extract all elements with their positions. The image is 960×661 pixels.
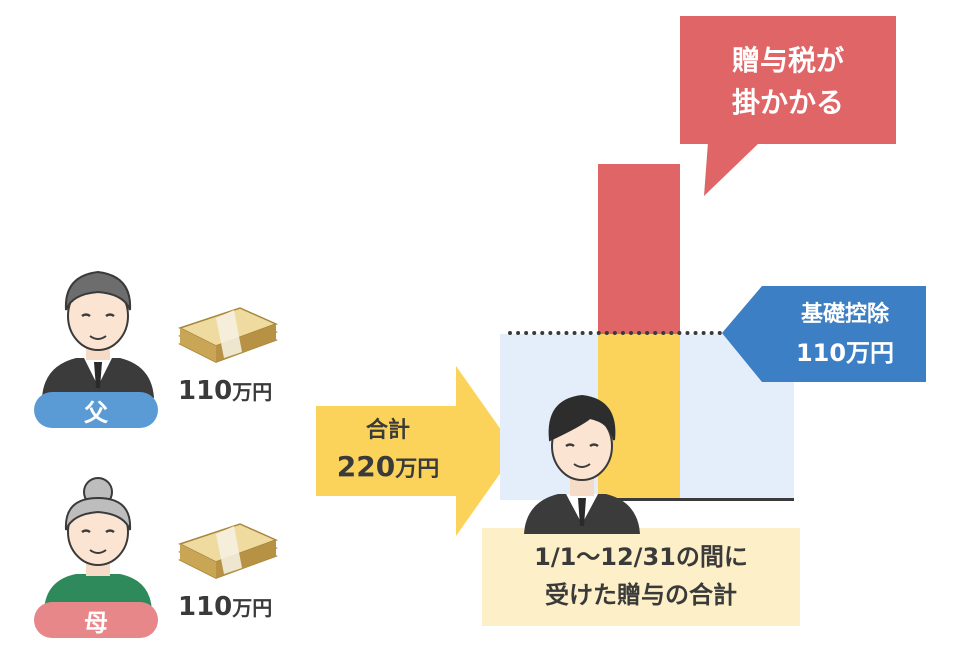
- mother-avatar-icon: [44, 477, 152, 610]
- tax-callout-line1: 贈与税が: [731, 44, 844, 77]
- deduction-amount-unit: 万円: [846, 339, 895, 367]
- tax-callout-bubble: [680, 16, 896, 196]
- father-label-pill: 父: [34, 392, 158, 428]
- period-text: 1/1～12/31の間に 受けた贈与の合計: [482, 538, 800, 614]
- father-amount: 110万円: [178, 376, 272, 406]
- total-label: 合計: [365, 418, 410, 443]
- chart-baseline: [598, 498, 794, 501]
- deduction-amount: 110万円: [764, 334, 926, 372]
- father-amount-value: 110: [178, 376, 233, 406]
- deduction-amount-value: 110: [795, 339, 847, 367]
- mother-label: 母: [84, 608, 108, 637]
- mother-amount: 110万円: [178, 592, 272, 622]
- money-stack-icon: [178, 307, 278, 363]
- deduction-threshold-line: [508, 331, 722, 335]
- period-box: [482, 528, 800, 626]
- money-stack-icon: [178, 523, 278, 579]
- total-amount: 220万円: [318, 450, 458, 483]
- child-avatar-icon: [524, 394, 640, 534]
- deduction-callout: [722, 286, 926, 382]
- deduction-text: 基礎控除 110万円: [764, 296, 926, 372]
- father-avatar-icon: [42, 270, 154, 398]
- tax-callout-line2: 掛かかる: [731, 86, 844, 119]
- mother-amount-value: 110: [178, 592, 233, 622]
- father-amount-unit: 万円: [232, 380, 273, 404]
- total-text: 合計 220万円: [318, 412, 458, 483]
- deduction-label: 基礎控除: [800, 302, 889, 327]
- period-line1: 1/1～12/31の間に: [534, 543, 748, 571]
- mother-label-pill: 母: [34, 602, 158, 638]
- tax-callout-text: 贈与税が 掛かかる: [680, 40, 896, 124]
- period-line2: 受けた贈与の合計: [545, 581, 737, 609]
- total-arrow: [316, 366, 516, 536]
- taxable-bar: [598, 164, 680, 334]
- mother-amount-unit: 万円: [232, 596, 273, 620]
- father-label: 父: [84, 398, 108, 427]
- total-amount-unit: 万円: [395, 457, 440, 482]
- total-amount-value: 220: [336, 450, 396, 483]
